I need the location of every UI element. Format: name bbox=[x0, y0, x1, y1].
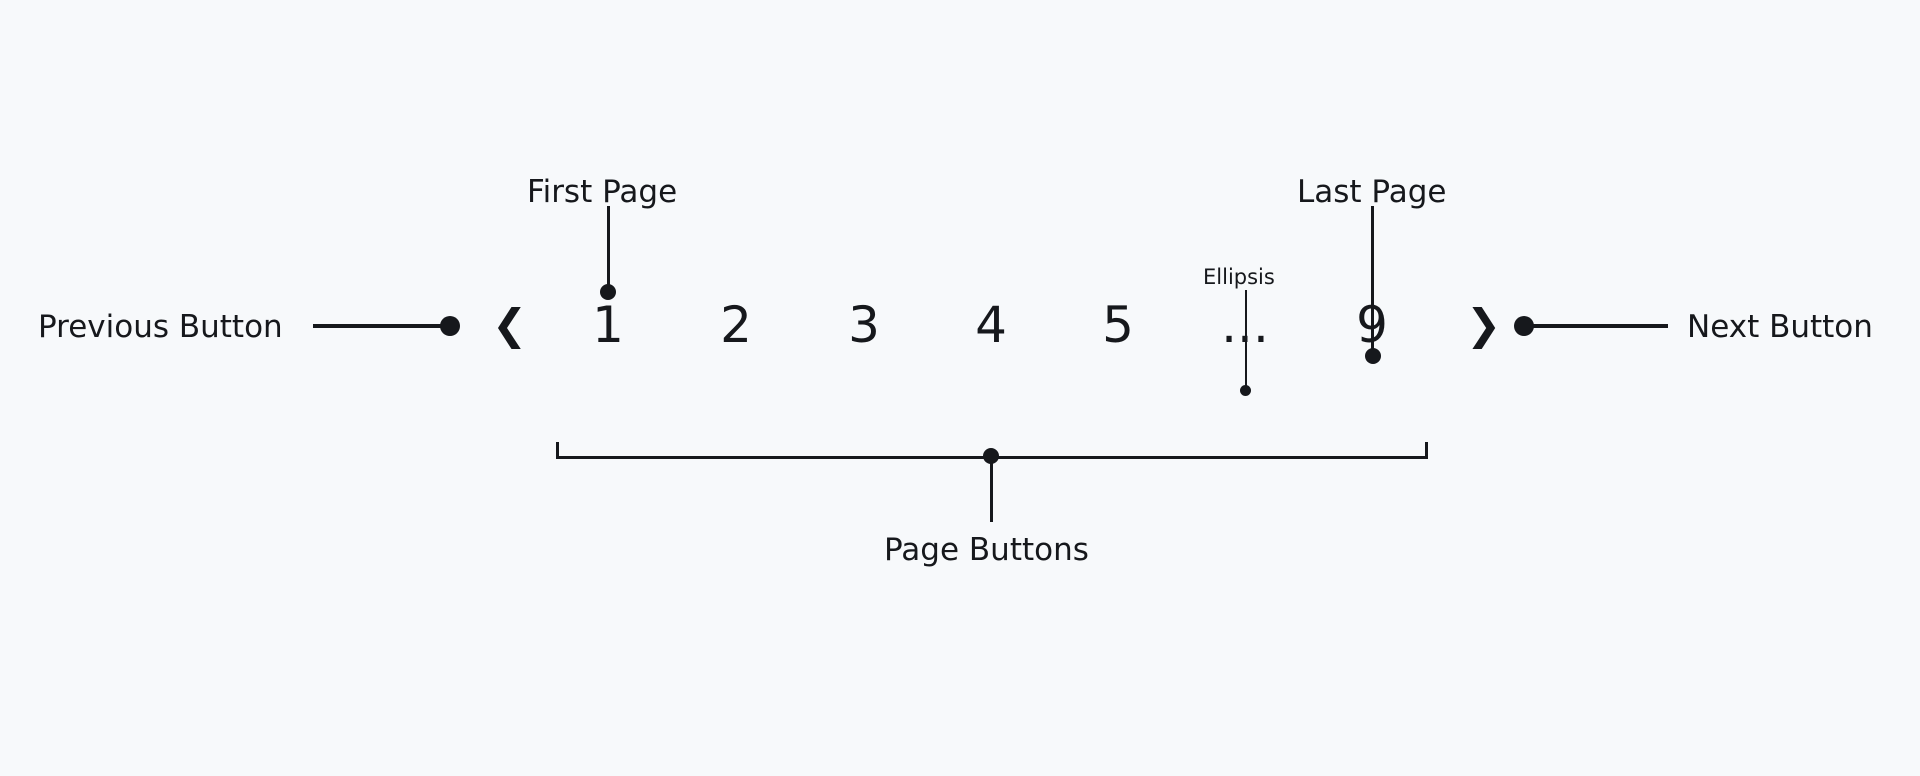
leader-dot-previous-button bbox=[440, 316, 460, 336]
leader-line-next-button bbox=[1531, 324, 1668, 328]
leader-line-last-page bbox=[1371, 206, 1374, 354]
annotation-label-page-buttons: Page Buttons bbox=[884, 532, 1089, 568]
chevron-left-icon[interactable]: ❮ bbox=[492, 300, 528, 349]
annotation-label-previous-button: Previous Button bbox=[38, 309, 283, 345]
page-button-1[interactable]: 1 bbox=[592, 296, 624, 354]
annotation-label-first-page: First Page bbox=[527, 174, 678, 210]
leader-line-page-buttons bbox=[990, 456, 993, 522]
leader-dot-next-button bbox=[1514, 316, 1534, 336]
page-button-2[interactable]: 2 bbox=[720, 296, 752, 354]
page-button-3[interactable]: 3 bbox=[848, 296, 880, 354]
page-button-5[interactable]: 5 bbox=[1102, 296, 1134, 354]
leader-line-previous-button bbox=[313, 324, 445, 328]
leader-dot-first-page bbox=[600, 284, 616, 300]
page-button-4[interactable]: 4 bbox=[975, 296, 1007, 354]
annotation-label-ellipsis: Ellipsis bbox=[1203, 265, 1275, 289]
leader-dot-ellipsis bbox=[1240, 385, 1251, 396]
chevron-right-icon[interactable]: ❯ bbox=[1466, 300, 1502, 349]
leader-line-ellipsis bbox=[1245, 290, 1247, 389]
leader-dot-last-page bbox=[1365, 348, 1381, 364]
leader-line-first-page bbox=[607, 206, 610, 292]
annotation-label-next-button: Next Button bbox=[1687, 309, 1873, 345]
annotation-label-last-page: Last Page bbox=[1297, 174, 1447, 210]
